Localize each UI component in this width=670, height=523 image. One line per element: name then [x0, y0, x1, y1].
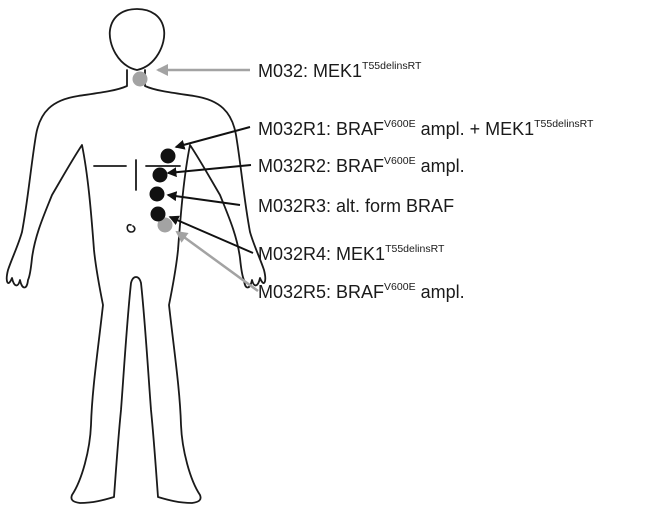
label-r1: M032R1: BRAFV600E ampl. + MEK1T55delinsR… — [258, 118, 594, 139]
arrow-r1 — [176, 127, 250, 147]
label-r4: M032R4: MEK1T55delinsRT — [258, 243, 445, 264]
navel — [127, 225, 134, 232]
lesion-r4-dot — [151, 207, 166, 222]
torso-legs-outline — [7, 70, 265, 503]
label-r2: M032R2: BRAFV600E ampl. — [258, 155, 465, 176]
primary-lesion-dot — [133, 72, 148, 87]
arrow-r3 — [168, 195, 240, 205]
arrow-r5 — [177, 232, 258, 291]
label-primary: M032: MEK1T55delinsRT — [258, 60, 422, 81]
label-r3: M032R3: alt. form BRAF — [258, 196, 454, 216]
lesion-r1-dot — [161, 149, 176, 164]
label-r5: M032R5: BRAFV600E ampl. — [258, 281, 465, 302]
head-outline — [110, 9, 165, 70]
lesion-r2-dot — [153, 168, 168, 183]
lesion-r3-dot — [150, 187, 165, 202]
